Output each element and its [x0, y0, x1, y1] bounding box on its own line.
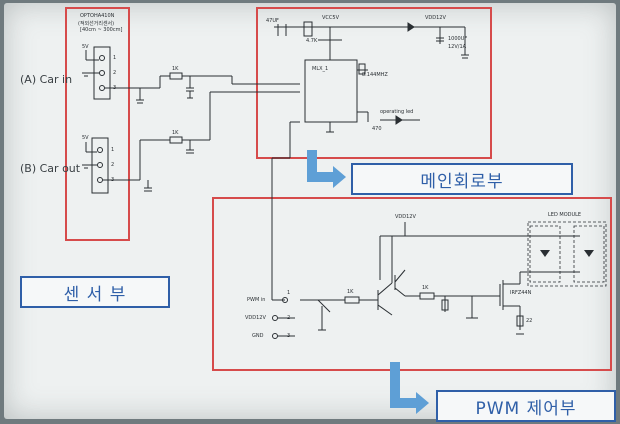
arrow-to-pwm-label: [390, 362, 429, 414]
pwm-resistor-r2: 1K: [422, 285, 429, 291]
pin-a1: 1: [113, 55, 117, 61]
pwm-pin1: 1: [287, 290, 291, 296]
ic-name: MLX_1: [312, 66, 329, 72]
resistor-r2: 1K: [172, 130, 179, 136]
gnd-label: GND: [252, 333, 264, 339]
sensor-module-sub1: (적외선거리센서): [78, 21, 115, 27]
vcc-label: VCC5V: [322, 15, 340, 21]
sensor-module-title: OPTOHA410N: [80, 13, 115, 19]
pwm-in-label: PWM in: [247, 297, 266, 303]
cap-1000uf: 1000UF: [448, 36, 468, 42]
pwm-resistor-r3: 22: [526, 318, 533, 324]
mosfet-label: IRFZ44N: [510, 290, 532, 296]
main-circuit-label: 메인회로부: [351, 163, 573, 195]
pwm-pin2: 2: [287, 315, 291, 321]
cap-4-7k: 4.7K: [306, 38, 318, 44]
v5-a: 5V: [82, 44, 89, 50]
microcontroller-ic: [304, 59, 358, 123]
pin-b1: 1: [111, 147, 115, 153]
sensor-module-range: [40cm ~ 300cm]: [80, 27, 123, 33]
pin-b3: 3: [111, 177, 115, 183]
cap-47uf: 47UF: [266, 18, 279, 24]
supply-label: 12V/1A: [448, 44, 467, 50]
resistor-r1: 1K: [172, 66, 179, 72]
main-circuit-frame: [256, 7, 492, 159]
schematic-sheet: [4, 3, 616, 419]
led-module: [527, 221, 607, 287]
pin-a3: 3: [113, 85, 117, 91]
sensor-frame: [65, 7, 130, 241]
sensor-section-label: 센 서 부: [20, 276, 170, 308]
pwm-section-label: PWM 제어부: [436, 390, 616, 422]
arrow-to-main-label: [307, 150, 346, 188]
pin-b2: 2: [111, 162, 115, 168]
vdd-label: VDD12V: [425, 15, 446, 21]
crystal-label: 8.144MHZ: [362, 72, 388, 78]
car-in-label: (A) Car in: [20, 73, 73, 86]
led-module-label: LED MODULE: [548, 212, 582, 218]
pwm-frame: [212, 197, 612, 371]
pin-a2: 2: [113, 70, 117, 76]
pwm-vdd-label: VDD12V: [395, 214, 416, 220]
v5-b: 5V: [82, 135, 89, 141]
pwm-resistor-r1: 1K: [347, 289, 354, 295]
car-out-label: (B) Car out: [20, 162, 81, 175]
operating-led-label: operating led: [380, 109, 414, 115]
resistor-470: 470: [372, 126, 382, 132]
pwm-vdd-in-label: VDD12V: [245, 315, 266, 321]
pwm-pin3: 3: [287, 333, 291, 339]
